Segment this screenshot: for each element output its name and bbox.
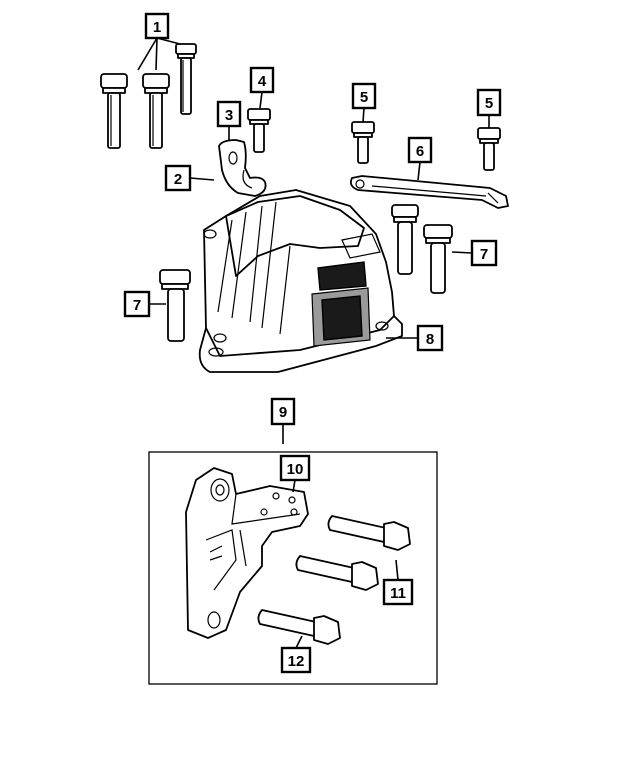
callout-2-label: 2	[174, 171, 182, 188]
callout-12-label: 12	[288, 653, 305, 670]
callout-9-label: 9	[279, 404, 287, 421]
callout-10: 10	[279, 454, 311, 482]
bolt-4	[247, 108, 271, 153]
callout-8: 8	[416, 324, 444, 352]
bolt-12	[257, 609, 341, 645]
callout-5-left-label: 5	[360, 89, 368, 106]
bracket-10	[185, 467, 309, 639]
callout-11-label: 11	[390, 585, 406, 602]
callout-6: 6	[407, 136, 433, 164]
callout-1-label: 1	[153, 19, 161, 36]
callout-9: 9	[270, 397, 296, 426]
bolt-7c	[159, 269, 191, 342]
callout-11: 11	[382, 578, 414, 606]
callout-7-right: 7	[470, 239, 498, 267]
callout-5-right-label: 5	[485, 95, 493, 112]
engine-mount-8	[198, 189, 403, 373]
bolt-1b	[100, 73, 128, 149]
bolt-5a	[351, 121, 375, 164]
kit-frame	[148, 451, 438, 685]
callout-4-label: 4	[258, 73, 267, 90]
bolt-1a	[175, 43, 197, 115]
callout-6-label: 6	[416, 143, 424, 160]
callout-8-label: 8	[426, 331, 434, 348]
callout-5-left: 5	[351, 82, 377, 110]
callout-2: 2	[164, 164, 192, 192]
torque-strut-6	[349, 175, 509, 209]
callout-3-label: 3	[225, 107, 233, 124]
bolt-7a	[391, 204, 419, 275]
callout-4: 4	[249, 66, 275, 94]
bolt-11b	[295, 555, 379, 591]
callout-1: 1	[144, 12, 170, 40]
bolt-1c	[142, 73, 170, 149]
callout-7-right-label: 7	[480, 246, 488, 263]
callout-12: 12	[280, 646, 312, 674]
bolt-5b	[477, 127, 501, 171]
callout-7-left-label: 7	[133, 297, 141, 314]
bolt-11a	[327, 515, 411, 551]
callout-10-label: 10	[287, 461, 304, 478]
bolt-7b	[423, 224, 453, 294]
callout-3: 3	[216, 100, 242, 128]
bracket-3	[218, 139, 267, 197]
callout-7-left: 7	[123, 290, 151, 318]
leader-lines	[137, 37, 490, 649]
callout-5-right: 5	[476, 88, 502, 117]
